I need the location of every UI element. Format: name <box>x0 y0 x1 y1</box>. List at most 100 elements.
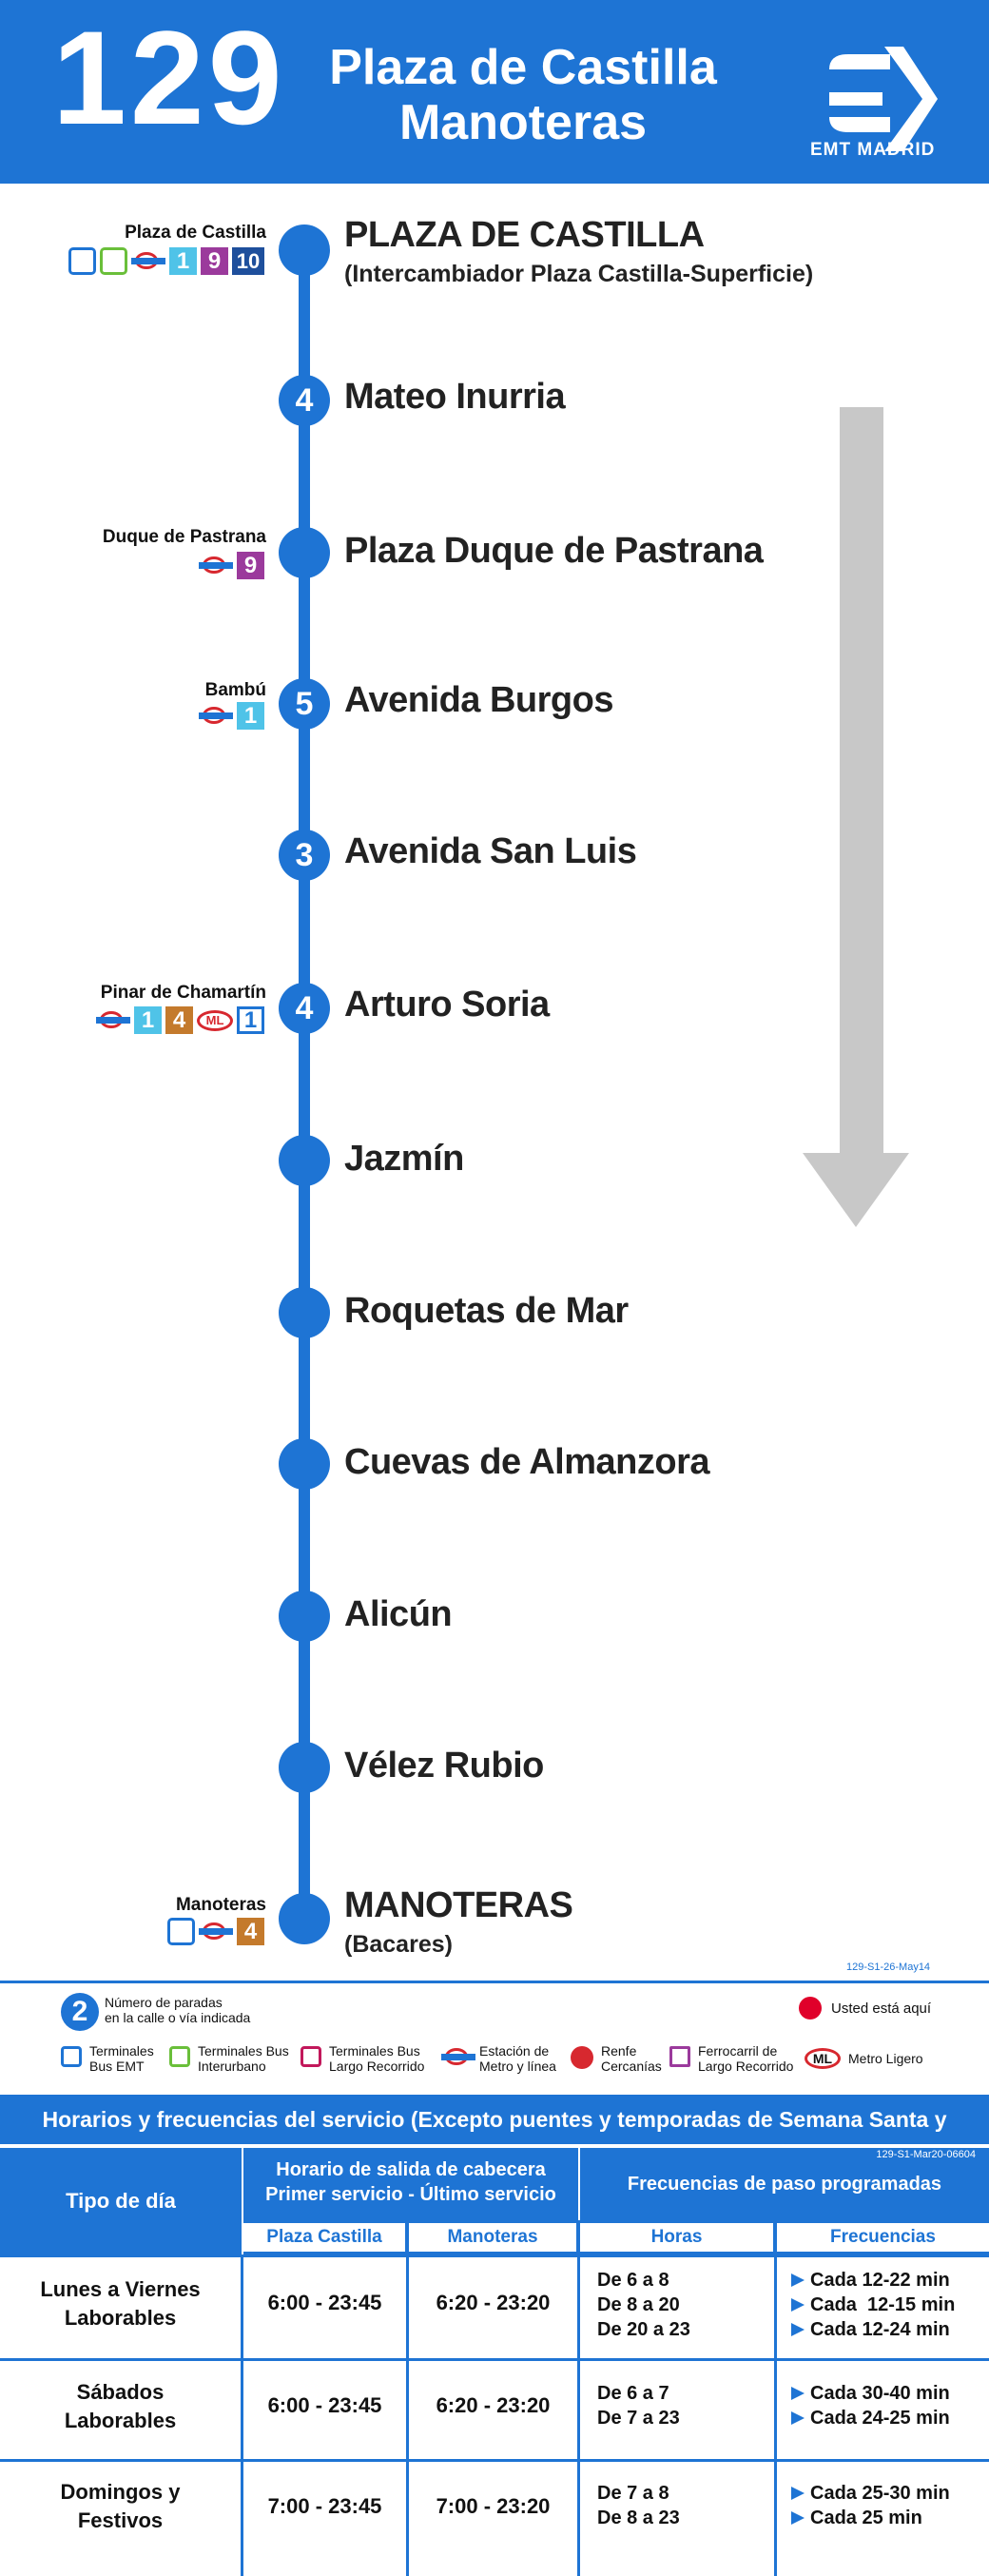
frequency-item: Cada 12-22 min <box>791 2268 955 2293</box>
metro-line-badge: 9 <box>201 247 228 275</box>
stop-name: Arturo Soria <box>344 985 550 1025</box>
route-header: 129 Plaza de Castilla Manoteras EMT MADR… <box>0 0 989 184</box>
legend-text: Metro y línea <box>479 2059 556 2074</box>
route-destination: Manoteras <box>398 95 648 150</box>
bullet-arrow-icon <box>791 2387 805 2400</box>
metro-ligero-icon: ML <box>197 1009 233 1031</box>
stop-marker <box>279 1590 330 1642</box>
column-header-frequencies: Frecuencias de paso programadas <box>580 2148 989 2220</box>
you-are-here-icon <box>799 1997 822 2020</box>
first-last-manoteras: 6:20 - 23:20 <box>436 2291 551 2314</box>
metro-line-badge: 4 <box>165 1006 193 1034</box>
frequency-value: Cada 30-40 min <box>810 2382 950 2404</box>
hour-range: De 7 a 23 <box>597 2408 680 2429</box>
connection-label: Bambú <box>204 680 266 700</box>
metro-station-icon <box>441 2048 475 2067</box>
hour-range: De 6 a 7 <box>597 2383 669 2404</box>
subheader-manoteras: Manoteras <box>409 2223 576 2252</box>
legend-text: Estación de <box>479 2043 550 2059</box>
legend-text: Cercanías <box>601 2059 662 2074</box>
table-rule <box>577 2254 580 2576</box>
day-type-line: Festivos <box>77 2508 164 2532</box>
metro-line-badge: 9 <box>237 552 264 579</box>
stop-count-marker: 5 <box>279 678 330 730</box>
interurban-bus-terminal-icon <box>100 247 127 275</box>
legend-text: Número de paradas <box>105 1995 223 2010</box>
stop-name: Cuevas de Almanzora <box>344 1442 710 1482</box>
table-code: 129-S1-Mar20-06604 <box>876 2149 976 2160</box>
legend-text: Ferrocarril de <box>698 2043 778 2059</box>
table-rule <box>774 2254 777 2576</box>
stop-subtitle: (Bacares) <box>344 1931 453 1958</box>
metro-line-badge: 10 <box>232 247 264 275</box>
stop-marker <box>279 1135 330 1186</box>
hour-ranges: De 6 a 8 De 8 a 20 De 20 a 23 <box>597 2268 690 2342</box>
table-rule <box>406 2254 409 2576</box>
brand-name: EMT MADRID <box>810 140 936 160</box>
frequency-item: Cada 30-40 min <box>791 2381 950 2406</box>
column-header-day-type: Tipo de día <box>0 2148 242 2254</box>
stop-name: Vélez Rubio <box>344 1746 544 1786</box>
connection-label: Pinar de Chamartín <box>100 983 266 1003</box>
table-rule <box>0 2459 989 2462</box>
day-type-line: Domingos y <box>60 2480 181 2504</box>
legend-text: Terminales Bus <box>329 2043 420 2059</box>
day-type: Domingos y Festivos <box>0 2478 241 2535</box>
stop-name: Jazmín <box>344 1139 464 1179</box>
hour-range: De 7 a 8 <box>597 2483 669 2504</box>
connections: 1 <box>199 702 264 730</box>
you-are-here-label: Usted está aquí <box>831 2000 932 2017</box>
stop-name: Plaza Duque de Pastrana <box>344 531 764 571</box>
metro-ligero-line-badge: 1 <box>237 1006 264 1034</box>
legend-text: Renfe <box>601 2043 637 2059</box>
bullet-arrow-icon <box>791 2274 805 2287</box>
table-rule <box>0 2358 989 2361</box>
map-code: 129-S1-26-May14 <box>846 1961 931 1973</box>
hour-ranges: De 7 a 8 De 8 a 23 <box>597 2481 680 2530</box>
metro-icon <box>199 706 233 726</box>
hour-ranges: De 6 a 7 De 7 a 23 <box>597 2381 680 2430</box>
renfe-icon <box>571 2046 593 2069</box>
hour-range: De 8 a 20 <box>597 2294 680 2315</box>
day-type-line: Laborables <box>64 2306 177 2330</box>
stop-marker <box>279 1287 330 1338</box>
metro-line-badge: 4 <box>237 1918 264 1945</box>
metro-line-badge: 1 <box>134 1006 162 1034</box>
subheader-hours: Horas <box>580 2223 773 2252</box>
connections: 1 9 10 <box>68 247 264 275</box>
connections: 1 4 ML 1 <box>96 1006 264 1034</box>
header-text: Primer servicio - Último servicio <box>265 2184 556 2205</box>
stop-marker <box>279 1893 330 1944</box>
stop-count-marker: 4 <box>279 983 330 1034</box>
frequencies: Cada 30-40 min Cada 24-25 min <box>791 2381 950 2430</box>
connection-label: Duque de Pastrana <box>102 527 266 547</box>
connection-label: Manoteras <box>175 1895 266 1915</box>
stop-marker <box>279 527 330 578</box>
legend-text: Bus EMT <box>89 2059 145 2074</box>
bus-emt-terminal-icon <box>68 247 96 275</box>
stop-name: Avenida Burgos <box>344 680 613 720</box>
bullet-arrow-icon <box>791 2487 805 2500</box>
stop-name: MANOTERAS <box>344 1885 573 1925</box>
stop-count-marker: 3 <box>279 829 330 881</box>
stop-marker <box>279 1742 330 1793</box>
first-last-plaza-castilla: 6:00 - 23:45 <box>267 2393 382 2417</box>
legend-text: en la calle o vía indicada <box>105 2010 251 2025</box>
connection-label: Plaza de Castilla <box>125 223 266 243</box>
metro-icon <box>199 556 233 576</box>
bullet-arrow-icon <box>791 2298 805 2312</box>
column-header-first-last: Horario de salida de cabecera Primer ser… <box>243 2148 578 2220</box>
route-number: 129 <box>52 3 286 152</box>
frequency-item: Cada 25-30 min <box>791 2481 950 2506</box>
long-distance-bus-icon <box>301 2046 321 2067</box>
first-last-plaza-castilla: 6:00 - 23:45 <box>267 2291 382 2314</box>
frequency-item: Cada 12-24 min <box>791 2317 955 2342</box>
first-last-manoteras: 6:20 - 23:20 <box>436 2393 551 2417</box>
metro-icon <box>131 251 165 271</box>
route-origin: Plaza de Castilla <box>329 40 717 95</box>
